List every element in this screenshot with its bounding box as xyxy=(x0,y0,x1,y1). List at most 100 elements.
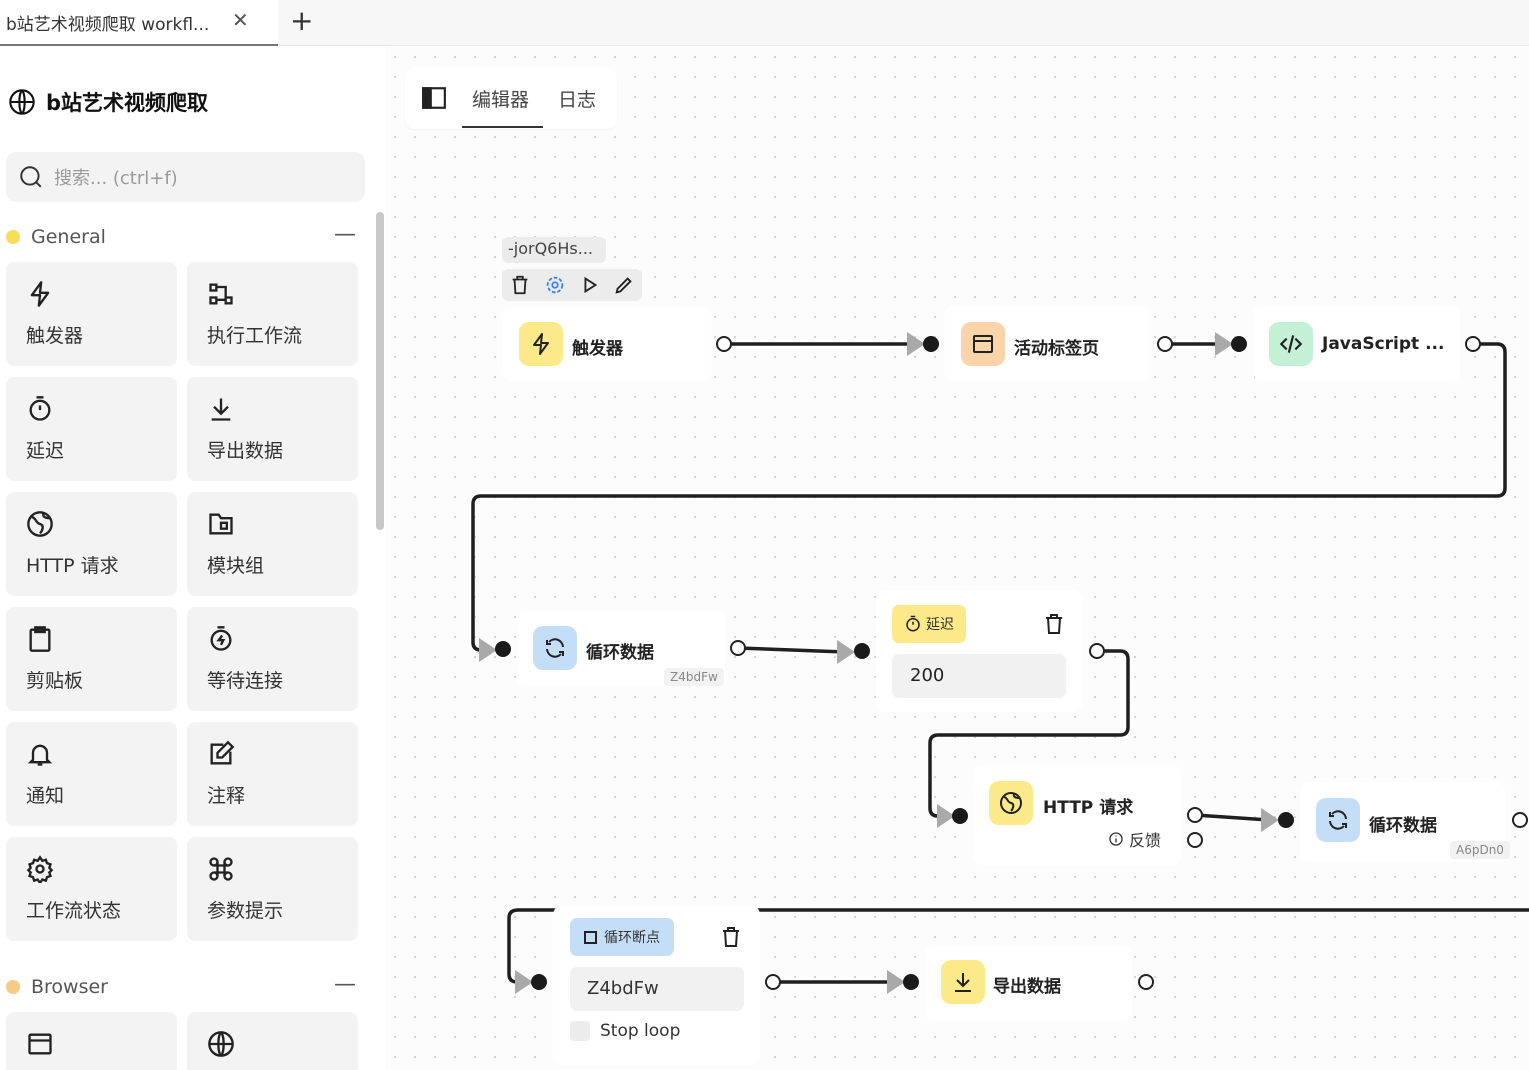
node-label: 循环数据 xyxy=(586,643,654,663)
output-handle[interactable] xyxy=(1187,807,1203,823)
block-parameter-prompt[interactable]: 参数提示 xyxy=(187,837,358,941)
input-handle[interactable] xyxy=(952,808,968,824)
tab-log[interactable]: 日志 xyxy=(558,89,597,111)
output-handle[interactable] xyxy=(765,974,781,990)
block-wait-connection[interactable]: 等待连接 xyxy=(187,607,358,711)
output-handle[interactable] xyxy=(1089,643,1105,659)
editor-tab-bar: 编辑器 日志 xyxy=(405,67,617,129)
globe-icon xyxy=(9,89,35,115)
edge-js-loop xyxy=(471,342,1507,652)
collapse-icon[interactable]: — xyxy=(334,972,356,997)
tab-bar: b站艺术视频爬取 workfl... ✕ + xyxy=(0,0,1529,46)
edge-delay-http xyxy=(928,649,1130,818)
node-label: 导出数据 xyxy=(993,977,1061,997)
block-export-data[interactable]: 导出数据 xyxy=(187,377,358,481)
input-handle[interactable] xyxy=(903,974,919,990)
collapse-icon[interactable]: — xyxy=(334,222,356,247)
fallback-handle[interactable] xyxy=(1187,832,1203,848)
loop-break-badge: 循环断点 xyxy=(570,918,674,956)
sidebar-scrollbar[interactable] xyxy=(376,212,384,530)
block-web[interactable] xyxy=(187,1012,358,1070)
output-handle[interactable] xyxy=(1138,974,1154,990)
block-browser-tab[interactable] xyxy=(6,1012,177,1070)
edge-loop2-break xyxy=(507,908,1529,984)
loop-id-input[interactable]: Z4bdFw xyxy=(570,967,744,1011)
block-trigger[interactable]: 触发器 xyxy=(6,262,177,366)
web-globe-icon xyxy=(208,1031,234,1057)
node-icon xyxy=(961,322,1005,366)
block-label: 注释 xyxy=(207,785,246,807)
node-export-data[interactable]: 导出数据 xyxy=(925,945,1132,1021)
node-loop-breakpoint[interactable]: 循环断点 Z4bdFw Stop loop xyxy=(553,905,760,1065)
node-label: 循环数据 xyxy=(1369,816,1437,836)
delay-input[interactable]: 200 xyxy=(892,654,1066,698)
block-clipboard[interactable]: 剪贴板 xyxy=(6,607,177,711)
block-delay[interactable]: 延迟 xyxy=(6,377,177,481)
stop-icon xyxy=(584,930,597,944)
block-notification[interactable]: 通知 xyxy=(6,722,177,826)
input-handle[interactable] xyxy=(531,974,547,990)
timer-bolt-icon xyxy=(210,626,232,651)
trash-icon[interactable] xyxy=(719,925,743,949)
stop-loop-checkbox[interactable] xyxy=(570,1021,590,1041)
node-icon xyxy=(941,960,985,1004)
edge-loop-delay xyxy=(737,646,846,654)
workflow-header: b站艺术视频爬取 xyxy=(8,87,208,117)
output-handle[interactable] xyxy=(1465,336,1481,352)
arrow-head xyxy=(515,970,533,994)
trash-icon[interactable] xyxy=(509,274,531,296)
node-javascript[interactable]: JavaScript ... xyxy=(1253,305,1460,381)
loop-id: Z4bdFw xyxy=(664,668,724,686)
node-loop-data-2[interactable]: 循环数据 A6pDn0 xyxy=(1300,782,1510,862)
block-execute-workflow[interactable]: 执行工作流 xyxy=(187,262,358,366)
add-tab-button[interactable]: + xyxy=(290,4,314,37)
close-icon[interactable]: ✕ xyxy=(232,8,249,32)
block-note[interactable]: 注释 xyxy=(187,722,358,826)
block-label: 等待连接 xyxy=(207,670,284,692)
block-label: 模块组 xyxy=(207,555,265,577)
input-handle[interactable] xyxy=(854,643,870,659)
node-trigger[interactable]: 触发器 xyxy=(503,307,711,381)
bell-icon xyxy=(27,744,53,766)
node-active-tab[interactable]: 活动标签页 xyxy=(945,305,1150,381)
input-handle[interactable] xyxy=(495,641,511,657)
output-handle[interactable] xyxy=(1512,812,1528,828)
search-placeholder: 搜索... (ctrl+f) xyxy=(54,168,178,189)
timer-icon xyxy=(29,396,51,421)
node-http-request[interactable]: HTTP 请求 反馈 xyxy=(973,765,1181,865)
input-handle[interactable] xyxy=(923,336,939,352)
input-handle[interactable] xyxy=(1231,336,1247,352)
workflow-canvas[interactable]: 编辑器 日志 -jorQ6Hs... 触发器 活动标签页 JavaScript … xyxy=(385,47,1529,1070)
block-module-group[interactable]: 模块组 xyxy=(187,492,358,596)
settings-gear-icon[interactable] xyxy=(544,274,566,296)
refresh-icon xyxy=(546,638,564,658)
node-delay[interactable]: 延迟 200 xyxy=(876,590,1083,712)
block-label: 剪贴板 xyxy=(26,670,84,692)
node-id-badge: -jorQ6Hs... xyxy=(502,237,606,263)
search-input[interactable]: 搜索... (ctrl+f) xyxy=(6,152,365,202)
output-handle[interactable] xyxy=(1157,336,1173,352)
node-label: JavaScript ... xyxy=(1322,334,1445,354)
workflow-tab[interactable]: b站艺术视频爬取 workfl... ✕ xyxy=(0,0,278,46)
block-http-request[interactable]: HTTP 请求 xyxy=(6,492,177,596)
trash-icon[interactable] xyxy=(1042,612,1066,636)
node-toolbar xyxy=(502,269,642,301)
input-handle[interactable] xyxy=(1278,812,1294,828)
command-icon xyxy=(209,857,233,881)
play-icon[interactable] xyxy=(579,274,601,296)
arrow-head xyxy=(907,332,925,356)
browser-window-icon xyxy=(28,1033,52,1055)
arrow-head xyxy=(479,638,497,662)
pencil-icon[interactable] xyxy=(613,274,635,296)
section-general[interactable]: General — xyxy=(6,222,356,252)
sidebar-toggle-icon[interactable] xyxy=(421,85,447,111)
loop-id: A6pDn0 xyxy=(1450,841,1510,859)
section-browser[interactable]: Browser — xyxy=(6,972,356,1002)
block-label: 执行工作流 xyxy=(207,325,303,347)
block-sidebar: b站艺术视频爬取 搜索... (ctrl+f) General — 触发器 执行… xyxy=(0,47,385,1070)
tab-editor[interactable]: 编辑器 xyxy=(472,89,530,111)
output-handle[interactable] xyxy=(730,640,746,656)
output-handle[interactable] xyxy=(716,336,732,352)
block-workflow-state[interactable]: 工作流状态 xyxy=(6,837,177,941)
node-loop-data[interactable]: 循环数据 Z4bdFw xyxy=(517,611,725,687)
